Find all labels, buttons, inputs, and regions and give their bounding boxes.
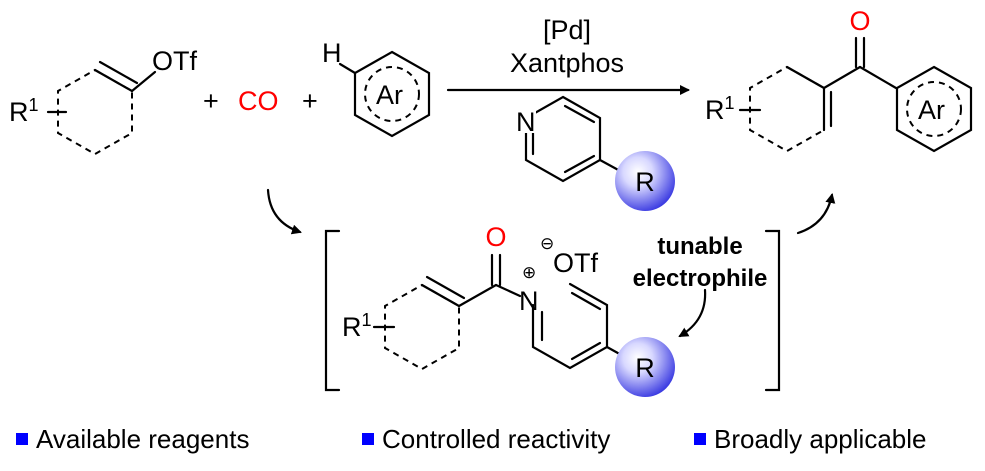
r1-label: R1 xyxy=(9,95,39,127)
product-ar-circle xyxy=(906,81,962,137)
product-dashed-ring xyxy=(749,65,825,153)
pyridine-n-label: N xyxy=(516,107,536,137)
intermediate-r1-label: R1 xyxy=(342,310,372,342)
product-ring-bond xyxy=(785,65,826,90)
pyridinium-n-label: N xyxy=(519,286,539,316)
curved-arrow-electrophile xyxy=(678,288,707,338)
left-bracket xyxy=(324,229,341,392)
reactant-arene: Ar H xyxy=(322,38,431,138)
feature-item: Broadly applicable xyxy=(694,424,926,455)
triflate-minus-charge: ⊖ xyxy=(540,234,554,253)
co-label: CO xyxy=(238,86,279,116)
h-bond xyxy=(338,62,357,75)
h-label: H xyxy=(322,38,342,68)
square-bullet-icon xyxy=(694,433,706,445)
r-sphere xyxy=(615,151,675,211)
triflate-counterion: OTf xyxy=(553,248,598,278)
product-oxygen-label: O xyxy=(849,6,870,36)
pyridine-double-3 xyxy=(563,154,596,174)
square-bullet-icon xyxy=(362,433,374,445)
feature-label: Controlled reactivity xyxy=(382,424,611,454)
ring-double-bond xyxy=(93,68,134,93)
otf-bond xyxy=(130,70,157,93)
pyridine-ring xyxy=(524,95,602,183)
feature-item: Controlled reactivity xyxy=(362,424,610,455)
arene-ar-label: Ar xyxy=(376,80,403,110)
feature-list: Available reagents Controlled reactivity… xyxy=(0,424,985,464)
ring-double-bond-outer xyxy=(98,60,139,85)
right-bracket xyxy=(764,229,781,392)
catalyst-label: [Pd] xyxy=(543,15,591,45)
feature-label: Available reagents xyxy=(36,424,250,454)
feature-label: Broadly applicable xyxy=(714,424,927,454)
intermediate-dashed-ring xyxy=(384,283,460,371)
product-ar-ring xyxy=(895,65,973,153)
intermediate-oxygen-label: O xyxy=(485,222,506,252)
dashed-ring xyxy=(57,68,133,156)
reactant-triflate: OTf R1 xyxy=(9,46,197,156)
pyridine-double-2 xyxy=(563,104,596,124)
product-r1-label: R1 xyxy=(705,93,735,125)
intermediate-ring-double xyxy=(425,275,466,300)
n-mask xyxy=(514,107,536,133)
pyridine-reagent: N R xyxy=(514,95,675,211)
arene-aromatic-circle xyxy=(364,66,420,122)
annotation-line-2: electrophile xyxy=(633,265,768,292)
intermediate-sphere-r-label: R xyxy=(635,353,655,383)
product-ketone: O Ar R1 xyxy=(705,6,973,153)
curved-arrow-to-product xyxy=(796,193,836,235)
pyridinium-double-3 xyxy=(570,341,602,361)
acyl-n-bond xyxy=(494,283,522,298)
otf-label: OTf xyxy=(152,46,197,76)
carbonyl-bond-left xyxy=(822,65,862,90)
acylpyridinium-intermediate: O N ⊕ ⊖ OTf R R1 xyxy=(342,222,675,397)
pyridinium-plus-charge: ⊕ xyxy=(522,263,536,282)
intermediate-ring-bond xyxy=(420,283,461,308)
ligand-label: Xantphos xyxy=(510,48,624,78)
pyridine-r-label: R xyxy=(635,167,655,197)
plus-sign-1: + xyxy=(203,86,219,116)
acyl-bond xyxy=(457,283,498,308)
pyridinium-double-2 xyxy=(570,291,602,311)
annotation-line-1: tunable xyxy=(657,233,742,260)
plus-sign-2: + xyxy=(302,86,318,116)
intermediate-r-sphere xyxy=(615,337,675,397)
square-bullet-icon xyxy=(16,433,28,445)
carbonyl-bond-right xyxy=(858,65,898,90)
product-ar-label: Ar xyxy=(918,95,945,125)
feature-item: Available reagents xyxy=(16,424,249,455)
pyridinium-ring xyxy=(531,282,609,370)
curved-arrow-into-intermediate xyxy=(266,188,302,235)
